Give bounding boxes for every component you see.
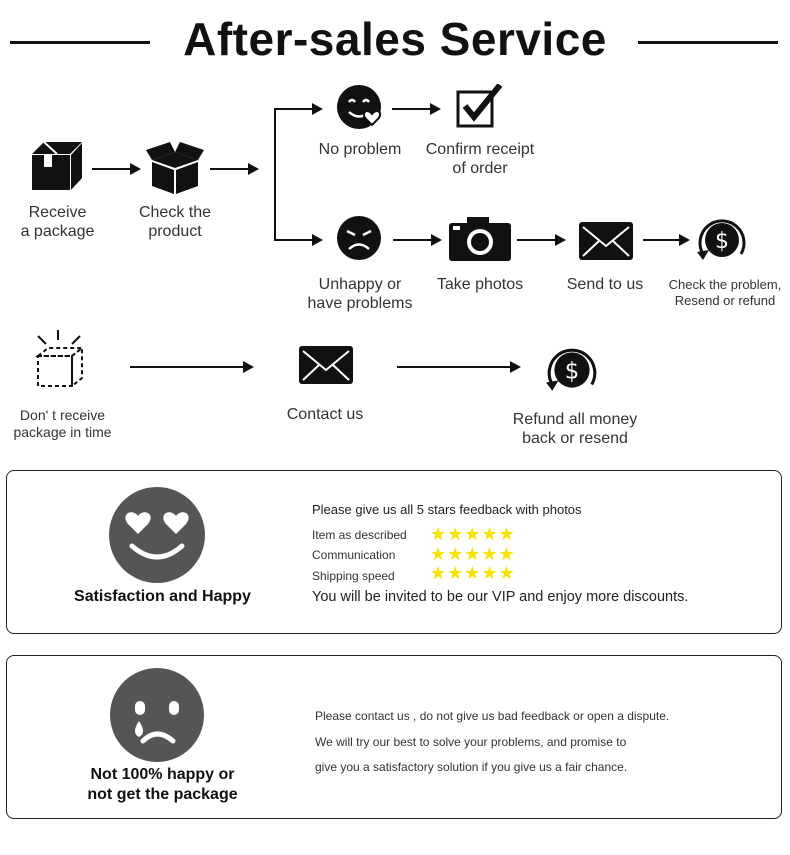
package-icon bbox=[32, 141, 82, 190]
title-rule-right bbox=[638, 41, 778, 44]
arrow-6-head bbox=[679, 234, 690, 246]
arrow-7-shaft bbox=[130, 366, 245, 368]
arrow-6-shaft bbox=[643, 239, 681, 241]
rating-stars: ★★★★★ bbox=[430, 524, 516, 544]
arrow-2-shaft bbox=[210, 168, 250, 170]
branch-bottom-head bbox=[312, 234, 323, 246]
sad-line: Please contact us , do not give us bad f… bbox=[315, 709, 670, 723]
rating-label: Item as described bbox=[312, 528, 407, 542]
contact-envelope-icon bbox=[299, 346, 353, 384]
arrow-3-shaft bbox=[392, 108, 432, 110]
arrow-4-head bbox=[431, 234, 442, 246]
arrow-3-head bbox=[430, 103, 441, 115]
branch-top-shaft bbox=[274, 108, 314, 110]
dashed-box-icon bbox=[35, 330, 85, 389]
rating-stars: ★★★★★ bbox=[430, 563, 516, 583]
sad-face-icon bbox=[337, 216, 381, 260]
open-box-icon bbox=[146, 142, 204, 194]
refund-dollar-icon: $ bbox=[546, 348, 597, 391]
arrow-2-head bbox=[248, 163, 259, 175]
refund-label: Refund all money back or resend bbox=[512, 411, 638, 447]
happy-heading: Satisfaction and Happy bbox=[74, 588, 251, 605]
svg-text:$: $ bbox=[715, 229, 729, 254]
crying-face-icon bbox=[110, 668, 204, 762]
arrow-1-shaft bbox=[92, 168, 132, 170]
happy-intro: Please give us all 5 stars feedback with… bbox=[312, 502, 582, 517]
sad-heading: Not 100% happy or not get the package bbox=[87, 766, 238, 803]
arrow-5-shaft bbox=[517, 239, 557, 241]
arrow-5-head bbox=[555, 234, 566, 246]
arrow-1-head bbox=[130, 163, 141, 175]
camera-icon bbox=[449, 217, 511, 261]
page-title: After-sales Service bbox=[183, 13, 607, 65]
arrow-8-head bbox=[510, 361, 521, 373]
sad-line: give you a satisfactory solution if you … bbox=[315, 760, 628, 774]
take-photos-label: Take photos bbox=[436, 276, 524, 293]
arrow-4-shaft bbox=[393, 239, 433, 241]
send-to-us-label: Send to us bbox=[566, 276, 644, 293]
contact-us-label: Contact us bbox=[286, 406, 364, 423]
check-problem-label: Check the problem, Resend or refund bbox=[668, 277, 782, 308]
sad-line: We will try our best to solve your probl… bbox=[315, 735, 627, 749]
branch-bottom-shaft bbox=[274, 239, 314, 241]
heart-eyes-face-icon bbox=[109, 487, 205, 583]
receive-label: Receive a package bbox=[20, 204, 95, 240]
love-face-icon bbox=[337, 85, 382, 129]
dollar-refund-icon: $ bbox=[697, 219, 746, 260]
dont-receive-label: Don' t receive package in time bbox=[13, 407, 112, 440]
envelope-icon bbox=[579, 222, 633, 260]
rating-label: Shipping speed bbox=[312, 569, 395, 583]
rating-stars: ★★★★★ bbox=[430, 544, 516, 564]
rating-label: Communication bbox=[312, 548, 396, 562]
confirm-label: Confirm receipt of order bbox=[425, 141, 535, 177]
arrow-7-head bbox=[243, 361, 254, 373]
unhappy-label: Unhappy or have problems bbox=[307, 276, 413, 312]
vip-text: You will be invited to be our VIP and en… bbox=[312, 589, 689, 605]
branch-top-head bbox=[312, 103, 323, 115]
title-rule-left bbox=[10, 41, 150, 44]
svg-text:$: $ bbox=[565, 358, 580, 384]
check-label: Check the product bbox=[138, 204, 212, 240]
arrow-8-shaft bbox=[397, 366, 512, 368]
branch-vertical bbox=[274, 108, 276, 240]
checkbox-icon bbox=[456, 84, 503, 128]
no-problem-label: No problem bbox=[318, 141, 402, 158]
